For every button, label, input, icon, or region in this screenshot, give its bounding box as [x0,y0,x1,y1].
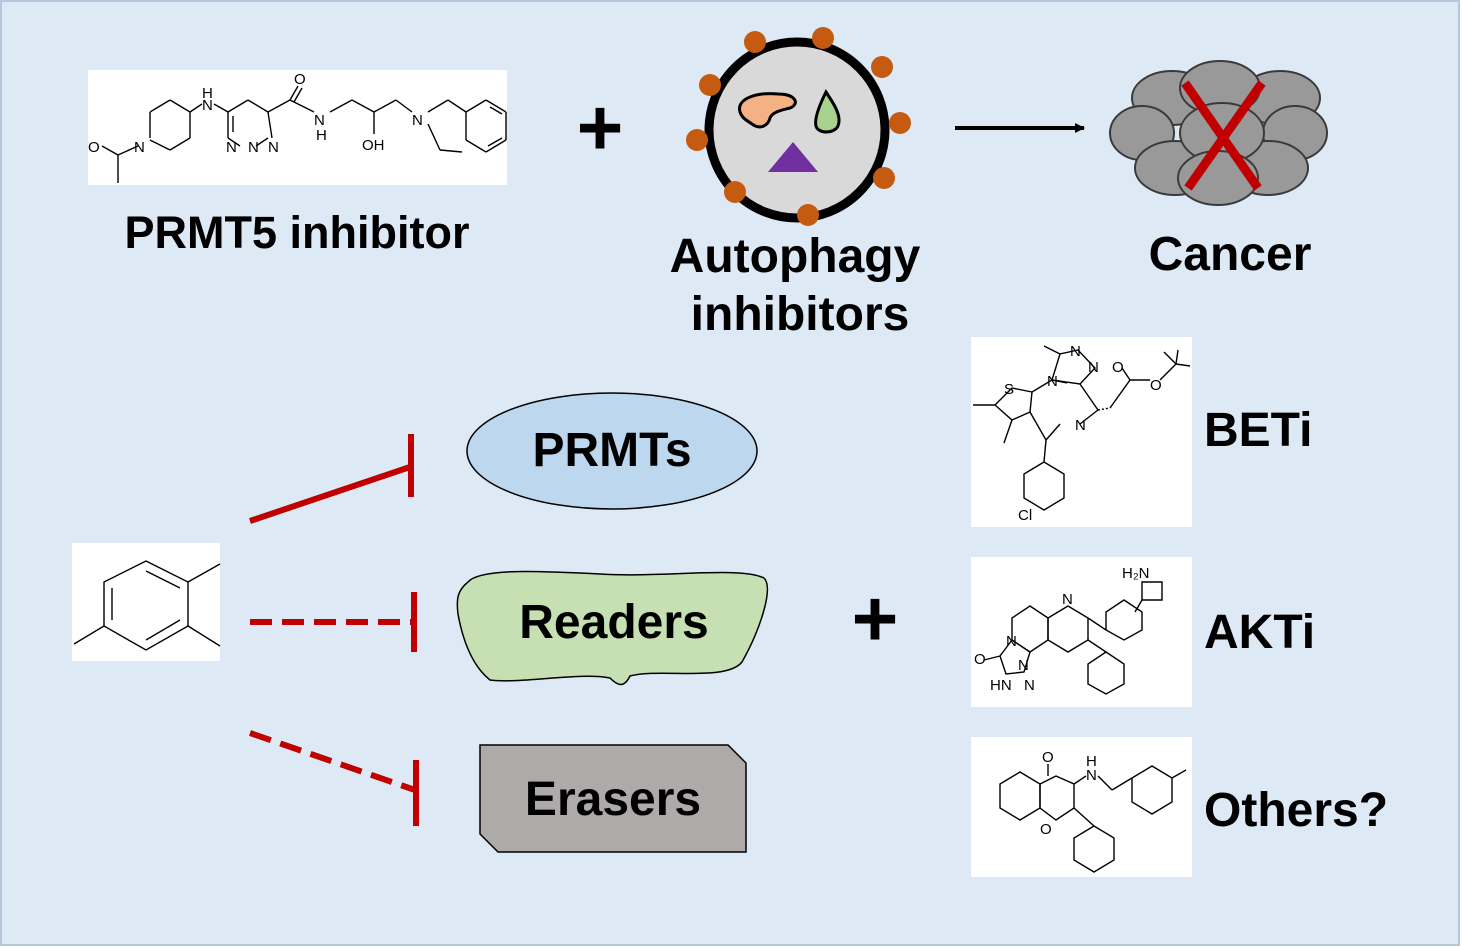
others-bonds [999,764,1187,873]
plus-sign-top: + [577,83,624,172]
others-atom-h: H [1086,753,1097,770]
prmt5-atom-h1: H [202,85,213,102]
others-atom-o2: O [1040,821,1052,838]
others-atom-n: N [1086,767,1097,784]
beti-atom-n1: N [1070,343,1081,360]
prmt5-inhibitor-label: PRMT5 inhibitor [125,207,470,258]
prmt5-atom-h2: H [316,127,327,144]
beti-atom-n4: N [1075,417,1086,434]
beti-atom-cl: Cl [1018,507,1032,524]
beti-atom-n3: N [1047,373,1058,390]
small-molecule-bonds [73,560,221,651]
prmt5-atom-n6: N [314,112,325,129]
inhibit-line-erasers [249,730,416,793]
beti-structure: N N S N O O N Cl [971,337,1192,527]
prmts-label: PRMTs [532,424,691,477]
prmt5-atom-n4: N [268,139,279,156]
akti-atom-n4: N [1024,677,1035,694]
erasers-shape [479,744,747,853]
akti-bonds [983,581,1163,695]
akti-atom-o: O [974,651,986,668]
autophagy-label-line1: Autophagy [670,230,921,283]
prmt5-bonds [101,85,507,183]
beti-atom-n2: N [1088,359,1099,376]
membrane-granules [686,27,911,226]
others-label: Others? [1204,784,1388,837]
prmt5-atom-o2: O [294,71,306,88]
akti-atom-n3: N [1018,657,1029,674]
akti-structure: H₂N N N O N HN N [971,557,1192,707]
akti-atom-h2n: H₂N [1122,565,1150,582]
cargo-peach [738,92,797,129]
beti-atom-o1: O [1112,359,1124,376]
prmts-ellipse [466,392,758,510]
small-molecule-structure [72,543,221,661]
akti-atom-n2: N [1006,633,1017,650]
prmt5-atom-o1: O [88,139,100,156]
autophagy-label-line2: inhibitors [691,288,910,341]
erasers-label: Erasers [525,773,701,826]
plus-sign-combo: + [852,574,899,663]
akti-atom-hn: HN [990,677,1012,694]
prmt5-atom-n3: N [226,139,237,156]
others-structure: O H N O [971,737,1192,877]
readers-shape [456,570,769,686]
autophagosome [686,27,911,226]
beti-atom-o2: O [1150,377,1162,394]
cargo-green [814,89,841,134]
cargo-purple-triangle [768,142,818,172]
prmt5-structure-box [88,70,507,185]
others-structure-box [971,737,1192,877]
beti-label: BETi [1204,404,1312,457]
akti-atom-n1: N [1062,591,1073,608]
inhibit-line-prmts [249,464,411,524]
beti-atom-s: S [1004,381,1014,398]
cancer-label: Cancer [1149,228,1312,281]
akti-label: AKTi [1204,606,1315,659]
cancer-cross-icon [1181,80,1266,191]
small-molecule-box [72,543,220,661]
prmt5-atom-n5: N [248,139,259,156]
prmt5-atom-n7: N [412,112,423,129]
prmt5-atom-n1: N [202,97,213,114]
readers-label: Readers [519,596,708,649]
prmt5-atom-oh: OH [362,137,385,154]
prmt5-inhibitor-structure: H N O N O N N N N H OH N [88,70,507,185]
beti-bonds [973,345,1191,511]
others-atom-o1: O [1042,749,1054,766]
cancer-cell-cluster [1109,60,1328,206]
inhibition-arrows [249,434,419,826]
autophagosome-membrane [704,37,890,223]
prmt5-atom-n2: N [134,139,145,156]
